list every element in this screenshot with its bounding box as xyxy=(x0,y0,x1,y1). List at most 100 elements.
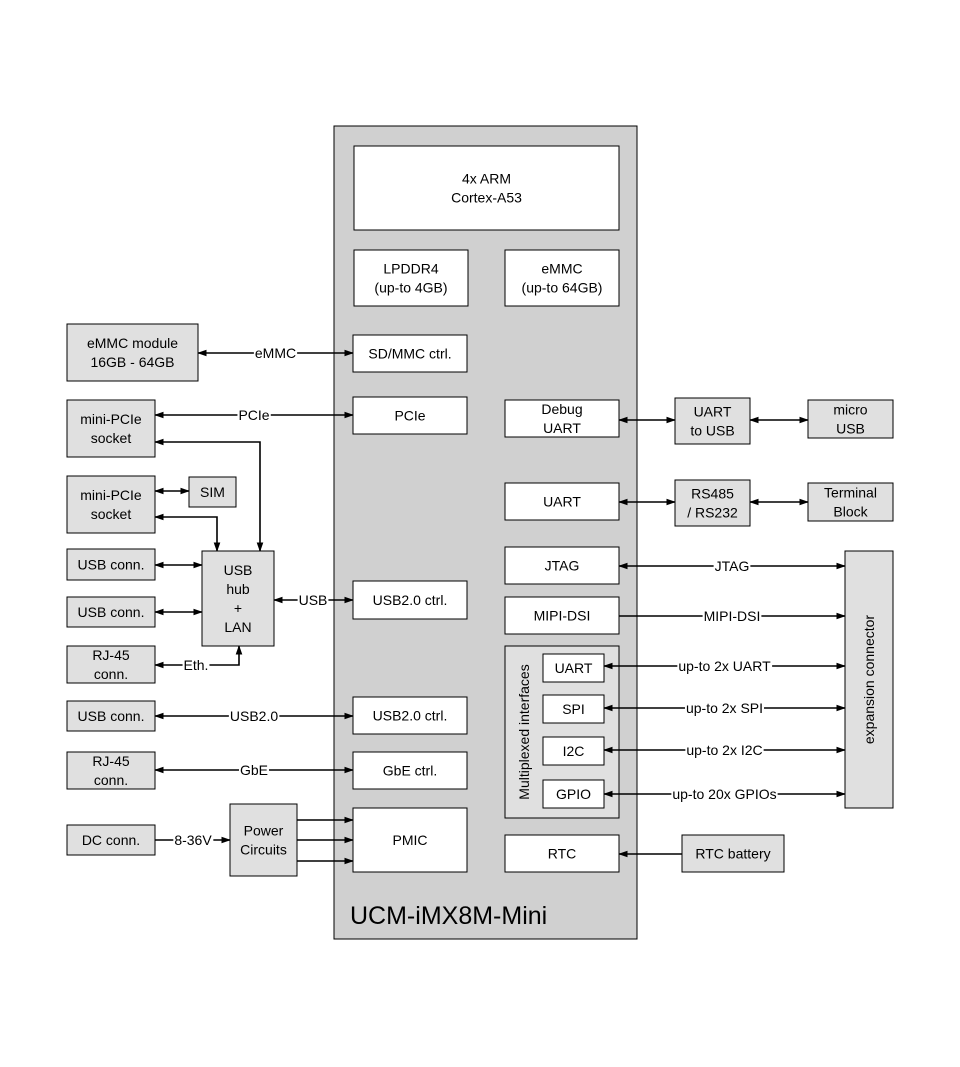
dc-conn-block: DC conn. xyxy=(66,824,156,856)
gbe-link-label: GbE xyxy=(240,762,268,778)
gbe-block: GbE ctrl. xyxy=(352,751,468,790)
eth-link-connection: Eth. xyxy=(154,645,243,673)
debug-uart-label: UART xyxy=(543,420,581,436)
emmc-link-connection: eMMC xyxy=(197,345,354,361)
micro-usb-box xyxy=(807,399,894,439)
mux-uart-label: UART xyxy=(555,660,593,676)
terminal-block-box xyxy=(807,482,894,522)
emmc-link-label-bg xyxy=(253,347,298,359)
eth-link-label-bg xyxy=(182,659,210,671)
mux-uart-box xyxy=(542,653,605,683)
expansion-block: expansion connector xyxy=(844,550,894,809)
lpddr4-label: LPDDR4 xyxy=(383,261,438,277)
dc-link-label-bg xyxy=(173,834,214,846)
uart-box xyxy=(504,482,620,521)
usb-conn-3-block: USB conn. xyxy=(66,700,156,732)
minipcie1-hub-wire xyxy=(154,438,264,552)
mux-spi-link-connection: up-to 2x SPI xyxy=(603,700,846,716)
emmc-label: (up-to 64GB) xyxy=(522,280,603,296)
usb-ctrl-2-block: USB2.0 ctrl. xyxy=(352,696,468,735)
minipcie-2-box xyxy=(66,475,156,534)
uart-block: UART xyxy=(504,482,620,521)
minipcie1-hub-connection xyxy=(154,438,264,552)
dc-conn-box xyxy=(66,824,156,856)
micro-usb-label: micro xyxy=(833,402,867,418)
usb-conn-1-block: USB conn. xyxy=(66,548,156,581)
usb-ctrl-2-box xyxy=(352,696,468,735)
power-label: Power xyxy=(244,823,284,839)
power-label: Circuits xyxy=(240,842,287,858)
mux-uart-link-connection: up-to 2x UART xyxy=(603,658,846,674)
rtc-label: RTC xyxy=(548,846,577,862)
usb-hub-label: USB xyxy=(224,562,253,578)
hub-usb-connection: USB xyxy=(273,592,354,608)
rs485-block: RS485/ RS232 xyxy=(674,479,751,527)
mux-i2c-link-label-bg xyxy=(685,744,764,756)
expansion-box xyxy=(844,550,894,809)
usb20-link-label-bg xyxy=(228,710,280,722)
usb-ctrl-1-label: USB2.0 ctrl. xyxy=(373,592,448,608)
usb-conn-1-box xyxy=(66,548,156,581)
jtag-box xyxy=(504,546,620,585)
mipi-link-label: MIPI-DSI xyxy=(704,608,761,624)
eth-link-label: Eth. xyxy=(184,657,209,673)
mux-i2c-label: I2C xyxy=(563,743,585,759)
multiplexed-group-label: Multiplexed interfaces xyxy=(516,664,532,799)
minipcie-1-box xyxy=(66,399,156,458)
mux-gpio-link-label: up-to 20x GPIOs xyxy=(672,786,776,802)
dc-conn-label: DC conn. xyxy=(82,832,140,848)
lpddr4-block: LPDDR4 (up-to 4GB) xyxy=(353,249,469,307)
usb-hub-label: hub xyxy=(226,581,250,597)
jtag-link-connection: JTAG xyxy=(618,558,846,574)
power-box xyxy=(229,803,298,877)
rs485-box xyxy=(674,479,751,527)
expansion-label: expansion connector xyxy=(861,615,877,745)
rtc-block: RTC xyxy=(504,834,620,873)
power-pmic-connection xyxy=(297,816,354,865)
sim-label: SIM xyxy=(200,484,225,500)
minipcie-1-label: socket xyxy=(91,430,132,446)
mipi-dsi-block: MIPI-DSI xyxy=(504,596,620,635)
hub-usb-label-bg xyxy=(297,594,329,606)
cpu-label: 4x ARM xyxy=(462,171,511,187)
emmc-module-box xyxy=(66,323,199,382)
usb-conn-2-label: USB conn. xyxy=(78,604,145,620)
mux-gpio-link-connection: up-to 20x GPIOs xyxy=(603,786,846,802)
uart-to-usb-label: to USB xyxy=(690,423,734,439)
lpddr4-label: (up-to 4GB) xyxy=(374,280,447,296)
sdmmc-label: SD/MMC ctrl. xyxy=(368,346,451,362)
emmc-module-block: eMMC module 16GB - 64GB xyxy=(66,323,199,382)
uart-to-usb-box xyxy=(674,397,751,445)
mux-uart-block: UART xyxy=(542,653,605,683)
debug-uart-label: Debug xyxy=(541,401,582,417)
jtag-link-label-bg xyxy=(713,560,751,572)
emmc-box xyxy=(504,249,620,307)
rtc-battery-block: RTC battery xyxy=(681,834,785,873)
minipcie2-hub-wire xyxy=(154,513,221,552)
debug-uart-box xyxy=(504,399,620,438)
sim-block: SIM xyxy=(188,476,237,508)
pmic-box xyxy=(352,807,468,873)
usb-conn-3-label: USB conn. xyxy=(78,708,145,724)
gbe-box xyxy=(352,751,468,790)
micro-usb-label: USB xyxy=(836,421,865,437)
mux-i2c-link-label: up-to 2x I2C xyxy=(686,742,762,758)
usb-conn-2-block: USB conn. xyxy=(66,596,156,628)
jtag-label: JTAG xyxy=(545,558,580,574)
gbe-link-label-bg xyxy=(238,764,270,776)
minipcie-2-label: socket xyxy=(91,506,132,522)
minipcie2-hub-connection xyxy=(154,513,221,552)
pcie-link-connection: PCIe xyxy=(154,407,354,423)
emmc-module-label: 16GB - 64GB xyxy=(90,354,174,370)
pcie-box xyxy=(352,396,468,435)
emmc-module-label: eMMC module xyxy=(87,335,178,351)
